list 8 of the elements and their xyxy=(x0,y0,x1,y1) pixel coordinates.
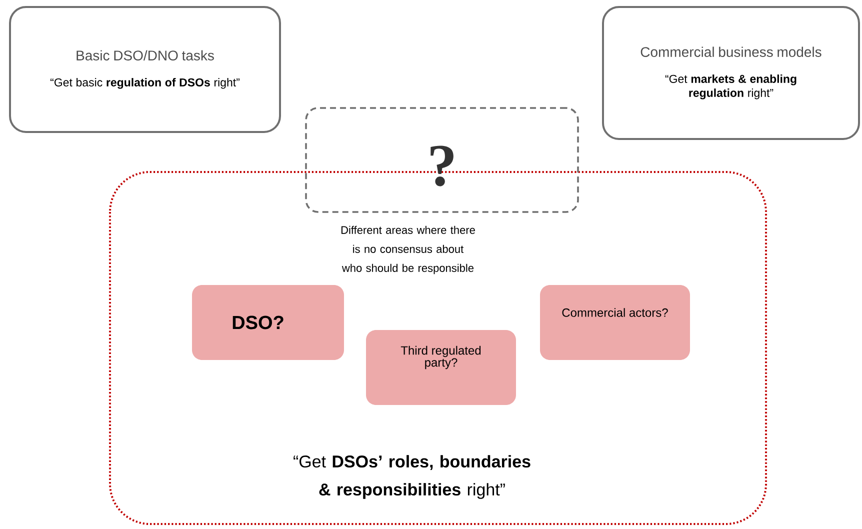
option-box: DSO? xyxy=(192,285,344,360)
option-box: Commercial actors? xyxy=(540,285,690,360)
category-box: Basic DSO/DNO tasks “Get basic regulation of DSOs right” xyxy=(9,6,281,133)
question-mark: ? xyxy=(430,146,454,186)
option-box: Third regulated party? xyxy=(366,330,516,405)
slogan-text: “Get DSOs’ roles, boundaries & responsibilities right” xyxy=(294,455,530,499)
category-box: Commercial business models “Get markets & enabling regulation right” xyxy=(602,6,860,140)
description-text: Different areas where there is no consensus about who should be responsible xyxy=(341,226,475,274)
